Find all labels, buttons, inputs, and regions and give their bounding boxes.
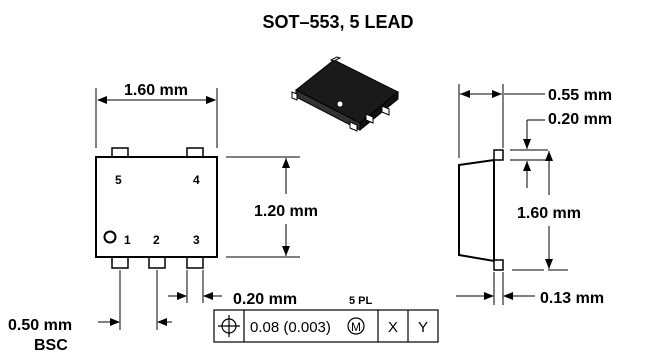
foot-label: 0.13 mm — [540, 290, 604, 307]
tolerance-value: 0.08 (0.003) — [250, 319, 331, 336]
drawing-title: SOT–553, 5 LEAD — [262, 12, 413, 32]
package-body — [95, 156, 218, 258]
thickness-label: 0.55 mm — [548, 87, 612, 104]
lead-width-label: 0.20 mm — [233, 291, 297, 308]
tolerance-frame: 0.08 (0.003) M X Y — [213, 309, 439, 343]
pin-label-3: 3 — [193, 233, 200, 247]
modifier-letter: M — [351, 320, 361, 334]
pitch-note: BSC — [34, 337, 68, 354]
datum-y: Y — [418, 319, 428, 336]
side-body — [458, 158, 495, 263]
height-dimension-label: 1.20 mm — [254, 203, 318, 220]
pitch-dimension-label: 0.50 mm — [8, 317, 72, 334]
pin-label-5: 5 — [115, 173, 122, 187]
pin-label-1: 1 — [124, 233, 131, 247]
length-label: 1.60 mm — [517, 205, 581, 222]
position-tolerance-icon — [218, 315, 240, 337]
side-lead-bottom — [493, 259, 504, 271]
pin-label-2: 2 — [153, 233, 160, 247]
pin-label-4: 4 — [193, 173, 200, 187]
side-lead-top — [493, 149, 504, 161]
iso-view — [291, 56, 399, 132]
width-dimension-label: 1.60 mm — [124, 82, 188, 99]
iso-pin1-marker-icon — [336, 100, 344, 108]
lead-thickness-label: 0.20 mm — [548, 111, 612, 128]
side-view: 0.55 mm 0.20 mm 1.60 mm 0.13 mm — [456, 84, 612, 307]
mmc-modifier-icon — [347, 317, 365, 335]
lead-width-note: 5 PL — [349, 295, 373, 307]
pin1-marker-icon — [103, 230, 117, 244]
datum-x: X — [388, 319, 398, 336]
front-view: 5 4 1 2 3 1.60 mm 1.20 mm 0.50 mm BSC — [8, 82, 373, 354]
